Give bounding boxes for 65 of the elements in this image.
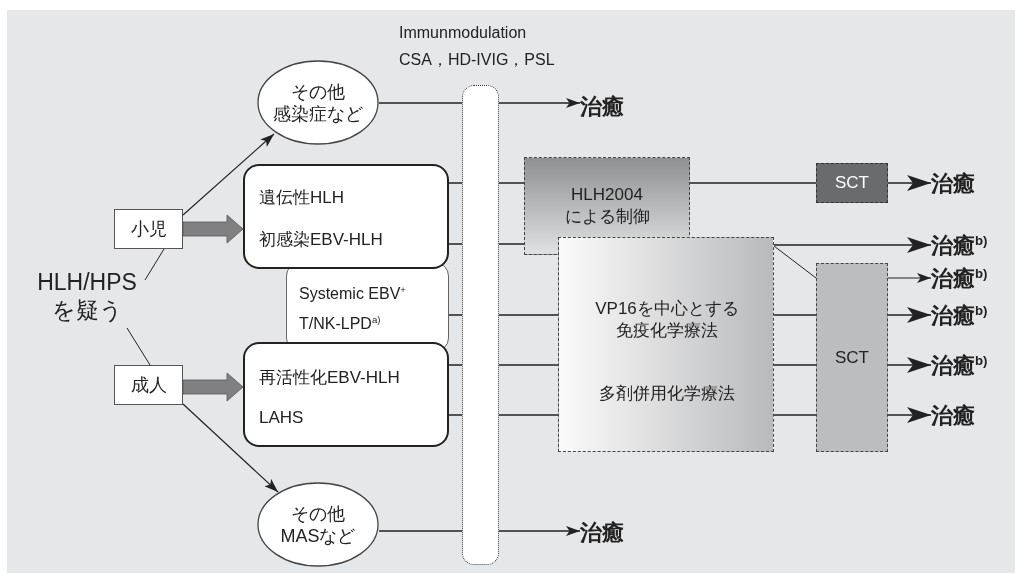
connector-line: [448, 414, 463, 416]
therapy-text: SCT: [834, 346, 870, 369]
question-text: HLH/HPSを疑う: [28, 268, 146, 324]
connector-line: [498, 182, 525, 184]
connector-line: [378, 530, 463, 532]
result-text: 治癒$^{b)}$: [931, 351, 1011, 381]
therapy-heading: Immunmodulation: [399, 24, 527, 42]
sct-box: [816, 263, 888, 452]
connector-line: [773, 414, 817, 416]
arrow: [887, 407, 932, 423]
connector-line: [144, 248, 165, 281]
connector-line: [448, 314, 463, 316]
disease-box: [243, 342, 449, 447]
connector-line: [448, 182, 463, 184]
block-arrow: [182, 372, 244, 402]
disease-text: 初感染EBV-HLH: [259, 229, 383, 251]
arrow: [887, 175, 932, 191]
result-text: 治癒: [580, 518, 650, 548]
ellipse-node: [257, 482, 379, 567]
ellipse-text: その他感染症など: [272, 80, 364, 125]
result-text: 治癒$^{b)}$: [931, 231, 1011, 261]
group-box: [114, 365, 183, 405]
sct-box: [816, 163, 888, 203]
connector-line: [498, 243, 525, 245]
arrow: [182, 403, 279, 493]
connector-line: [126, 327, 151, 366]
result-text: 治癒: [931, 401, 1001, 431]
disease-text: LAHS: [259, 408, 304, 428]
disease-text: 遺伝性HLH: [259, 187, 344, 209]
connector-line: [498, 364, 559, 366]
therapy-text: 多剤併用化学療法: [598, 383, 736, 405]
result-text: 治癒: [580, 92, 650, 122]
arrow: [498, 526, 581, 536]
result-text: 治癒$^{b)}$: [931, 301, 1011, 331]
ellipse-text: その他MASなど: [279, 502, 357, 547]
block-arrow: [182, 214, 244, 244]
connector-line: [448, 243, 463, 245]
arrow: [887, 273, 932, 283]
connector-line: [689, 182, 817, 184]
connector-line: [773, 245, 817, 279]
arrow: [887, 307, 932, 323]
connector-line: [378, 102, 463, 104]
therapy-text: VP16を中心とする免疫化学療法: [594, 298, 740, 342]
connector-line: [448, 364, 463, 366]
therapy-heading: CSA，HD-IVIG，PSL: [399, 50, 555, 70]
connector-line: [773, 364, 817, 366]
disease-box: [243, 164, 449, 269]
therapy-text: SCT: [834, 172, 870, 194]
connector-line: [498, 414, 559, 416]
disease-text: Systemic EBV$^{+}$ T/NK-LPD$^{a)}$: [299, 283, 407, 335]
disease-text: 再活性化EBV-HLH: [259, 367, 400, 389]
therapy-text: HLH2004による制御: [563, 184, 651, 228]
connector-line: [498, 314, 559, 316]
therapy-box: [558, 237, 774, 452]
result-text: 治癒: [931, 169, 1001, 199]
group-label: 小児: [129, 218, 168, 240]
arrow: [182, 133, 275, 216]
group-box: [114, 209, 183, 249]
arrow: [773, 237, 932, 253]
arrow: [498, 98, 581, 108]
arrow: [887, 357, 932, 373]
connector-line: [773, 314, 817, 316]
group-label: 成人: [129, 374, 168, 396]
result-text: 治癒$^{b)}$: [931, 264, 1011, 294]
ellipse-node: [257, 60, 379, 145]
